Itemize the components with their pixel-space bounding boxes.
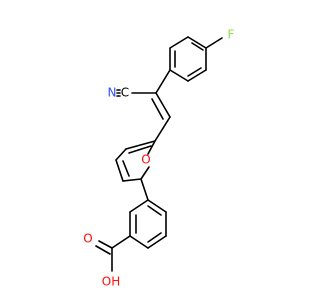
hydroxyl-label: OH: [102, 275, 120, 289]
carbonyl-oxygen-label: O: [83, 232, 92, 246]
nitrile-nitrogen-label: N: [108, 86, 117, 100]
furan-oxygen-label: O: [141, 153, 150, 167]
fluorophenyl-ring: [169, 36, 207, 82]
furan-ring: [115, 140, 156, 201]
c-f-bond: [205, 37, 223, 49]
molecule-diagram: F N C O O OH: [83, 28, 235, 289]
carboxylic-acid-group: [95, 235, 131, 272]
nitrile-carbon-label: C: [121, 86, 129, 100]
structure-canvas: F N C O O OH: [83, 28, 235, 289]
fluorine-atom-label: F: [228, 28, 235, 42]
benzoic-acid-ring: [129, 199, 167, 249]
vinyl-nitrile-group: [131, 69, 171, 142]
